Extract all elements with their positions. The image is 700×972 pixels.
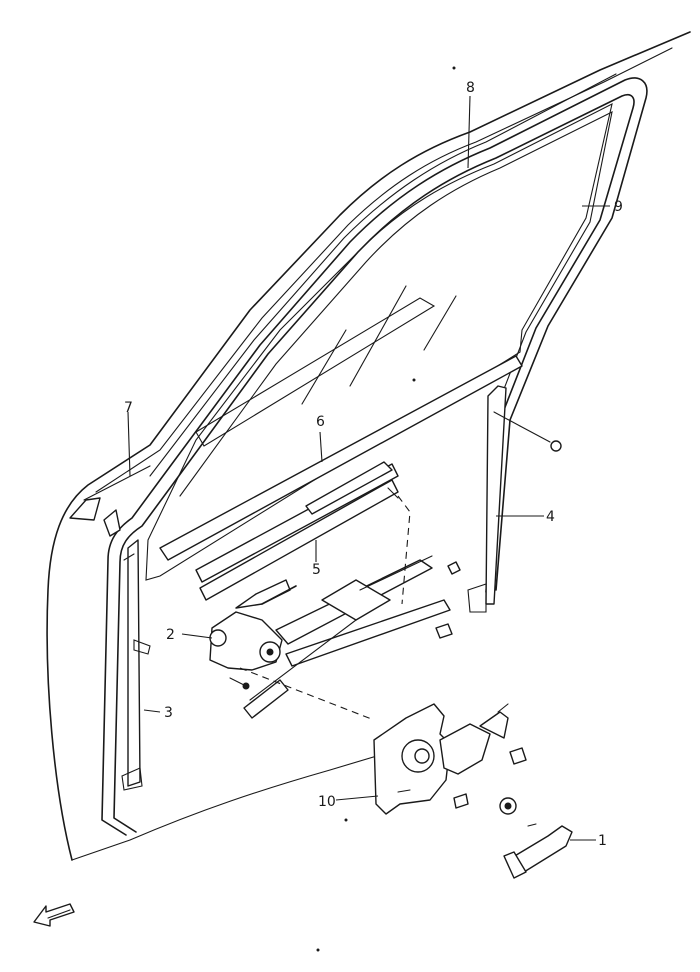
part-5-glass-channel xyxy=(305,461,399,515)
callout-5: 5 xyxy=(312,562,321,578)
callout-labels: 1 2 3 4 5 6 7 8 9 10 xyxy=(124,80,623,849)
leader-lines xyxy=(127,95,610,841)
callout-3: 3 xyxy=(164,705,173,721)
callout-8: 8 xyxy=(466,80,475,96)
part-10-window-motor xyxy=(373,703,517,815)
callout-7: 7 xyxy=(124,400,133,416)
callout-6: 6 xyxy=(316,414,325,430)
part-4-rear-run-channel xyxy=(467,385,562,613)
part-1-regulator-handle xyxy=(503,823,573,879)
callout-4: 4 xyxy=(546,509,555,525)
callout-1: 1 xyxy=(598,833,607,849)
callout-9: 9 xyxy=(614,199,623,215)
part-3-front-run-channel xyxy=(121,539,151,791)
scan-marks xyxy=(316,66,456,952)
window-glass xyxy=(145,102,613,581)
part-2-window-regulator xyxy=(209,555,451,719)
part-7-front-seal-clip xyxy=(69,465,151,537)
callout-2: 2 xyxy=(166,627,175,643)
assembly-guide-lines xyxy=(239,495,411,721)
bolts xyxy=(435,561,527,809)
door-outer-panel xyxy=(46,31,691,861)
arrow-left-icon xyxy=(33,903,75,927)
callout-10: 10 xyxy=(318,794,336,810)
part-9-window-run-channel xyxy=(101,73,648,836)
